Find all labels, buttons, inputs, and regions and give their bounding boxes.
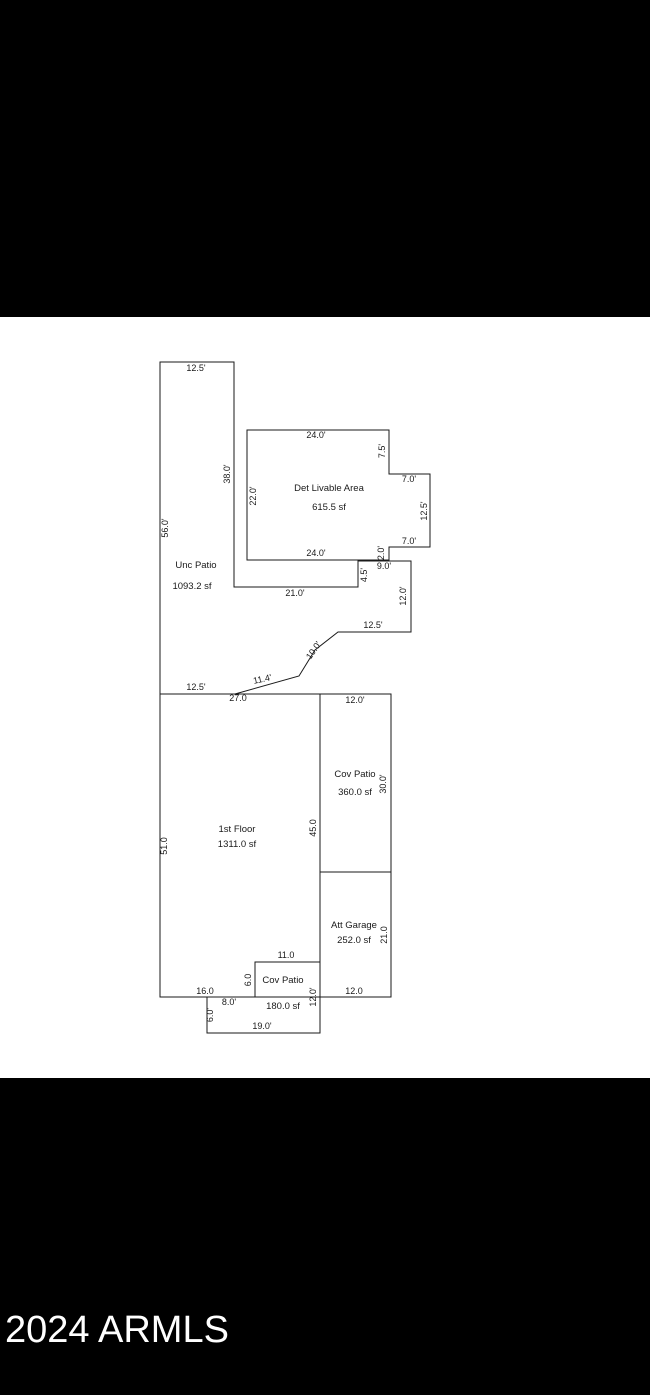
dimension-label: 12.0' (398, 586, 408, 606)
area-name: Att Garage (331, 920, 377, 931)
top-black-bar (0, 0, 650, 317)
dimension-label: 38.0' (222, 464, 232, 484)
dimension-label: 11.0 (278, 950, 295, 960)
dimension-label: 51.0 (159, 837, 169, 855)
dimension-label: 12.0' (308, 987, 318, 1007)
area-name: 1st Floor (219, 824, 256, 835)
dimension-label: 56.0' (160, 518, 170, 538)
floor-plan-panel: Det Livable Area 615.5 sf Unc Patio 1093… (0, 317, 650, 1078)
dimension-label: 7.5' (377, 444, 387, 459)
dimension-label: 11.4' (252, 672, 273, 686)
dimension-label: 7.0' (402, 474, 417, 484)
unc-patio-outline (159, 361, 412, 695)
dimension-label: 6.0' (205, 1008, 215, 1023)
area-size: 360.0 sf (338, 787, 372, 798)
area-size: 1093.2 sf (172, 581, 211, 592)
dimension-label: 12.0' (345, 695, 365, 705)
bottom-black-bar (0, 1078, 650, 1395)
dimension-label: 12.5' (363, 620, 383, 630)
dimension-label: 12.5' (186, 682, 206, 692)
area-name: Det Livable Area (294, 483, 364, 494)
first-floor-west-south (159, 694, 255, 998)
dimension-label: 21.0 (379, 926, 389, 944)
dimension-label: 8.0' (222, 997, 237, 1007)
area-size: 615.5 sf (312, 502, 346, 513)
first-floor-outline (160, 693, 321, 998)
floor-plan-drawing: Det Livable Area 615.5 sf Unc Patio 1093… (159, 361, 431, 1034)
wall-lines (159, 361, 431, 1034)
area-size: 1311.0 sf (218, 839, 257, 850)
dimension-label: 22.0' (248, 486, 258, 506)
east-wing-outline (320, 693, 392, 998)
dimension-label: 12.5' (186, 363, 206, 373)
dimension-label: 45.0 (308, 819, 318, 837)
area-name: Unc Patio (175, 560, 216, 571)
area-size: 180.0 sf (266, 1001, 300, 1012)
dimension-label: 4.5' (359, 568, 369, 583)
south-patio-outline (206, 997, 321, 1034)
dimension-label: 6.0 (243, 974, 253, 987)
dimension-label: 30.0' (378, 774, 388, 794)
area-size: 252.0 sf (337, 935, 371, 946)
dimension-label: 2.0' (376, 546, 386, 561)
dimension-label: 24.0' (306, 548, 326, 558)
dimension-label: 9.0' (377, 561, 392, 571)
dimension-label: 27.0 (229, 693, 247, 703)
dimension-label: 12.0 (345, 986, 363, 996)
dimension-label: 16.0 (196, 986, 214, 996)
dimension-label: 21.0' (285, 588, 305, 598)
det-livable-area-outline (246, 429, 431, 561)
dimension-label: 10.0' (304, 639, 323, 661)
dimension-label: 19.0' (252, 1021, 272, 1031)
copyright-watermark: 2024 ARMLS (5, 1309, 229, 1351)
dimension-label: 24.0' (306, 430, 326, 440)
area-name: Cov Patio (334, 769, 375, 780)
dimension-label: 7.0' (402, 536, 417, 546)
area-name: Cov Patio (262, 975, 303, 986)
dimension-label: 12.5' (419, 501, 429, 521)
